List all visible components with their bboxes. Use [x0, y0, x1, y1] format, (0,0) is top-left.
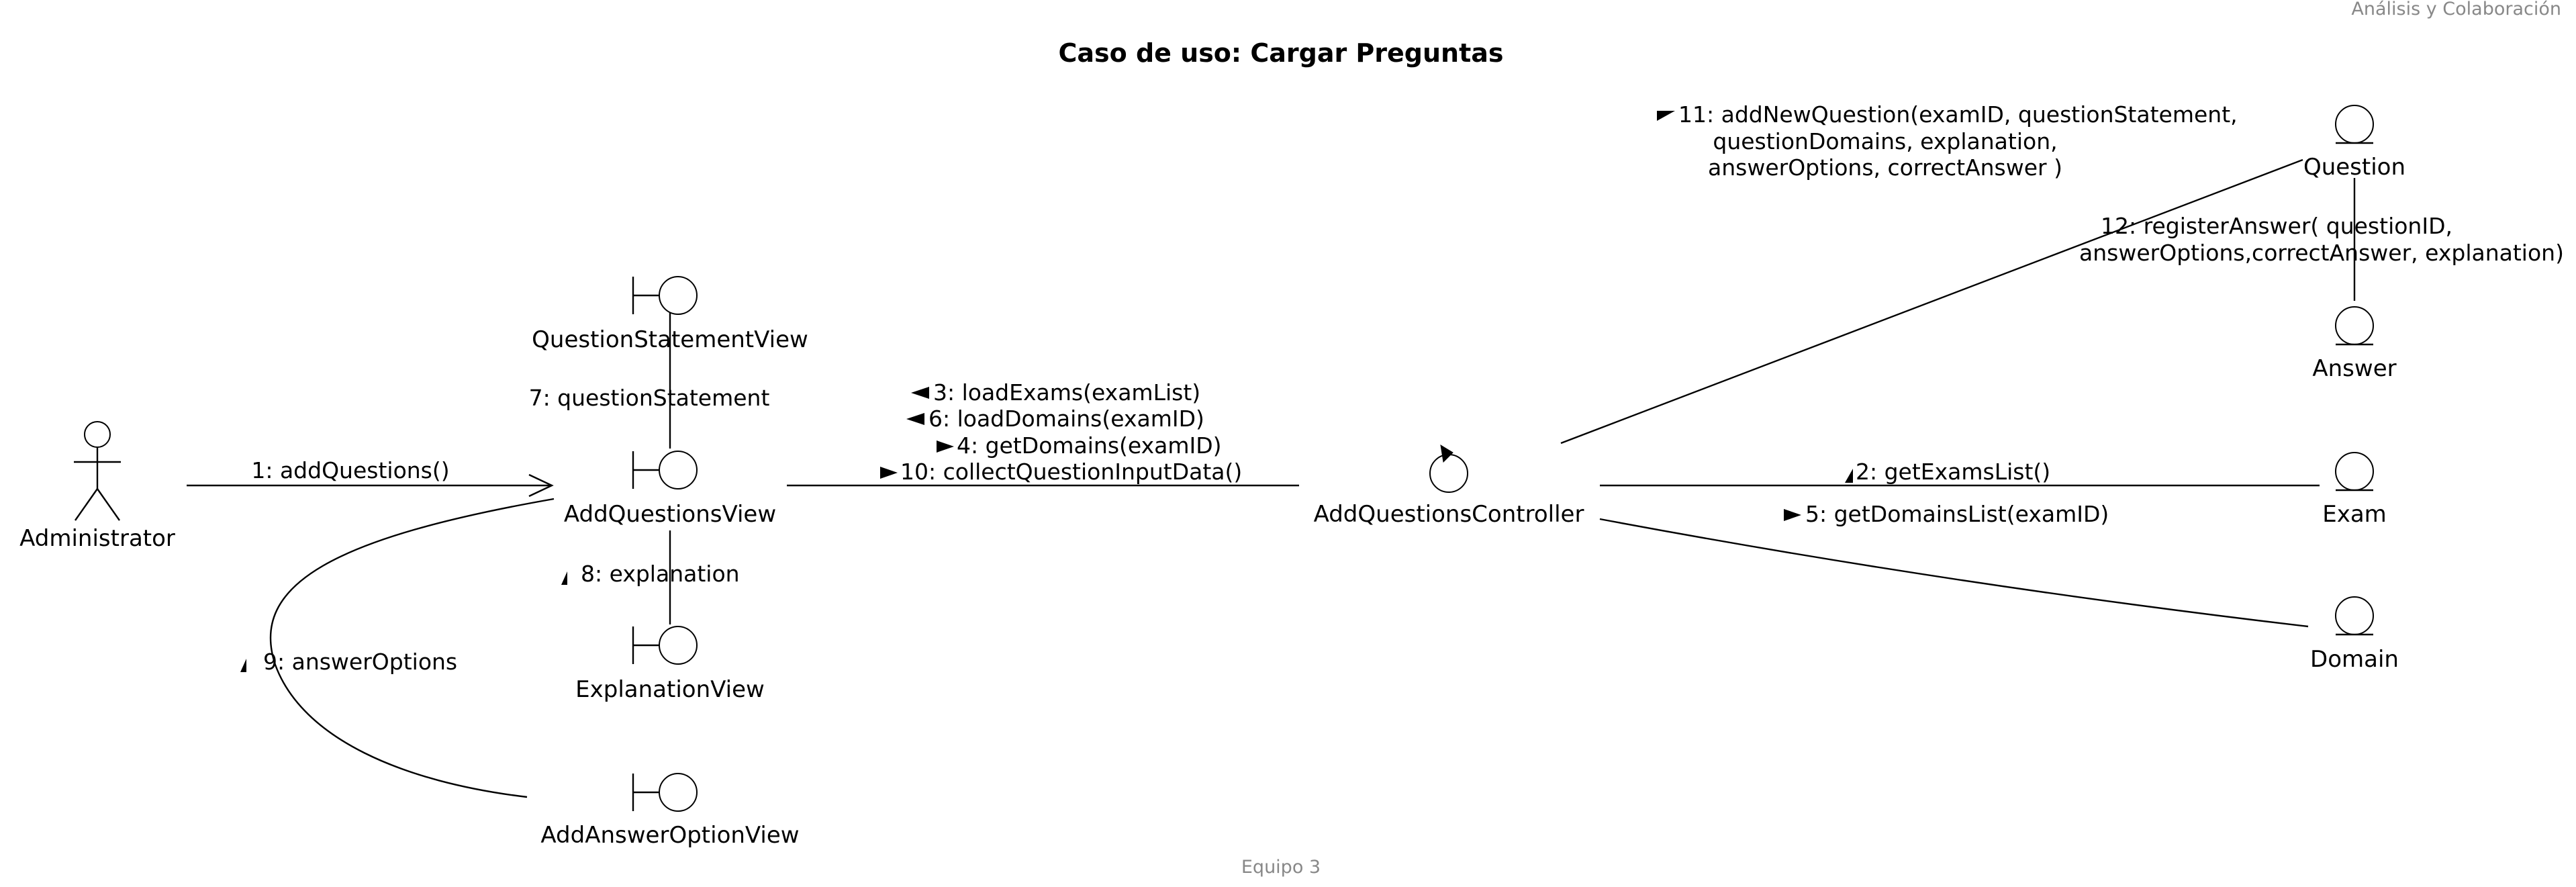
- direction-up-arrow-icon: [1845, 469, 1853, 483]
- entity-icon: [2335, 452, 2374, 492]
- message-2-label: 2: getExamsList(): [1856, 459, 2050, 485]
- message-5-label: 5: getDomainsList(examID): [1805, 501, 2109, 527]
- message-1-label: 1: addQuestions(): [251, 457, 449, 483]
- question-statement-view-node[interactable]: QuestionStatementView: [532, 276, 808, 353]
- direction-right-arrow-icon: [1784, 509, 1801, 521]
- answer-entity-node[interactable]: Answer: [2312, 306, 2397, 382]
- message-8-label: 8: explanation: [581, 561, 740, 587]
- direction-up-arrow-icon: [561, 571, 567, 585]
- question-statement-view-label: QuestionStatementView: [532, 326, 808, 353]
- message-4-label: 4: getDomains(examID): [957, 432, 1222, 459]
- diagram-title: Caso de uso: Cargar Preguntas: [1058, 38, 1503, 68]
- message-12-label-line2: answerOptions,correctAnswer, explanation…: [2079, 240, 2564, 266]
- direction-left-arrow-icon: [911, 387, 929, 399]
- message-9-label: 9: answerOptions: [263, 649, 457, 675]
- footer-text: Equipo 3: [1241, 857, 1321, 878]
- link-controller-question: [1560, 158, 2303, 445]
- message-11-label-line2: questionDomains, explanation,: [1713, 128, 2057, 154]
- add-questions-view-node[interactable]: AddQuestionsView: [564, 451, 776, 528]
- message-7-label: 7: questionStatement: [529, 385, 770, 411]
- add-questions-view-label: AddQuestionsView: [564, 501, 776, 528]
- add-questions-controller-label: AddQuestionsController: [1314, 501, 1584, 528]
- link-addquestions-answeroption: [269, 498, 555, 798]
- boundary-icon: [632, 773, 698, 812]
- entity-icon: [2335, 105, 2374, 144]
- boundary-icon: [632, 276, 698, 315]
- direction-up-arrow-icon: [240, 659, 246, 672]
- domain-entity-label: Domain: [2310, 646, 2399, 673]
- header-right-text: Análisis y Colaboración: [2351, 0, 2561, 19]
- boundary-icon: [632, 626, 698, 665]
- domain-entity-node[interactable]: Domain: [2310, 596, 2399, 673]
- message-11-label-line1: 11: addNewQuestion(examID, questionState…: [1678, 101, 2238, 128]
- exam-entity-label: Exam: [2322, 501, 2387, 528]
- direction-diagonal-arrow-icon: [1657, 111, 1675, 121]
- message-3-label: 3: loadExams(examList): [933, 379, 1200, 406]
- boundary-icon: [632, 451, 698, 489]
- exam-entity-node[interactable]: Exam: [2322, 452, 2387, 528]
- question-entity-node[interactable]: Question: [2303, 105, 2405, 181]
- administrator-actor[interactable]: Administrator: [19, 421, 175, 552]
- question-entity-label: Question: [2303, 154, 2405, 181]
- message-6-label: 6: loadDomains(examID): [928, 406, 1204, 432]
- message-10-label: 10: collectQuestionInputData(): [900, 459, 1242, 485]
- administrator-label: Administrator: [19, 525, 175, 552]
- direction-right-arrow-icon: [937, 440, 954, 453]
- direction-left-arrow-icon: [906, 413, 924, 425]
- link-controller-domain: [1599, 518, 2309, 628]
- add-answer-option-view-node[interactable]: AddAnswerOptionView: [540, 773, 800, 849]
- explanation-view-node[interactable]: ExplanationView: [575, 626, 765, 703]
- control-icon: [1429, 445, 1468, 493]
- answer-entity-label: Answer: [2312, 355, 2396, 382]
- arrowhead-addquestions: [528, 473, 554, 498]
- add-questions-controller-node[interactable]: AddQuestionsController: [1314, 445, 1584, 528]
- message-11-label-line3: answerOptions, correctAnswer ): [1708, 154, 2062, 181]
- actor-figure-icon: [74, 421, 121, 521]
- direction-right-arrow-icon: [880, 467, 898, 479]
- add-answer-option-view-label: AddAnswerOptionView: [540, 822, 799, 849]
- explanation-view-label: ExplanationView: [575, 676, 765, 703]
- entity-icon: [2335, 596, 2374, 636]
- entity-icon: [2335, 306, 2374, 346]
- message-12-label-line1: 12: registerAnswer( questionID,: [2101, 213, 2452, 239]
